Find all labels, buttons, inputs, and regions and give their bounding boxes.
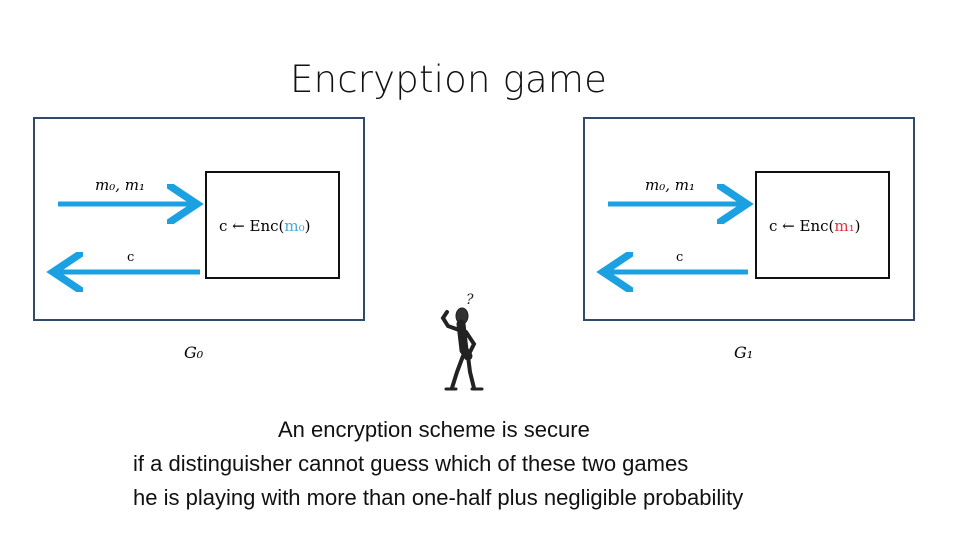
game-0-encryption-formula: c ← Enc(m₀): [219, 217, 310, 235]
svg-text:?: ?: [466, 292, 474, 308]
game-1-input-label: m₀, m₁: [645, 176, 696, 194]
game-0-frame: [33, 117, 365, 321]
enc-prefix: c ← Enc(: [219, 217, 285, 235]
game-0-encryption-box: c ← Enc(m₀): [205, 171, 340, 279]
game-0-label: G₀: [184, 343, 204, 362]
enc-prefix: c ← Enc(: [769, 217, 835, 235]
game-0-output-label: c: [127, 250, 135, 265]
game-1-encryption-box: c ← Enc(m₁): [755, 171, 890, 279]
caption-line-2: if a distinguisher cannot guess which of…: [133, 451, 689, 476]
caption-line-1: An encryption scheme is secure: [278, 417, 590, 442]
enc-suffix: ): [304, 217, 311, 235]
game-1-output-label: c: [676, 250, 684, 265]
enc-message: m₁: [834, 217, 855, 235]
game-1-frame: [583, 117, 915, 321]
game-1-encryption-formula: c ← Enc(m₁): [769, 217, 860, 235]
thinking-person-icon: ?: [440, 292, 484, 391]
slide-title: Encryption game: [290, 58, 608, 101]
enc-message: m₀: [284, 217, 305, 235]
caption-line-3: he is playing with more than one-half pl…: [133, 485, 744, 510]
game-1-label: G₁: [734, 343, 754, 362]
enc-suffix: ): [854, 217, 861, 235]
game-0-input-label: m₀, m₁: [95, 176, 146, 194]
